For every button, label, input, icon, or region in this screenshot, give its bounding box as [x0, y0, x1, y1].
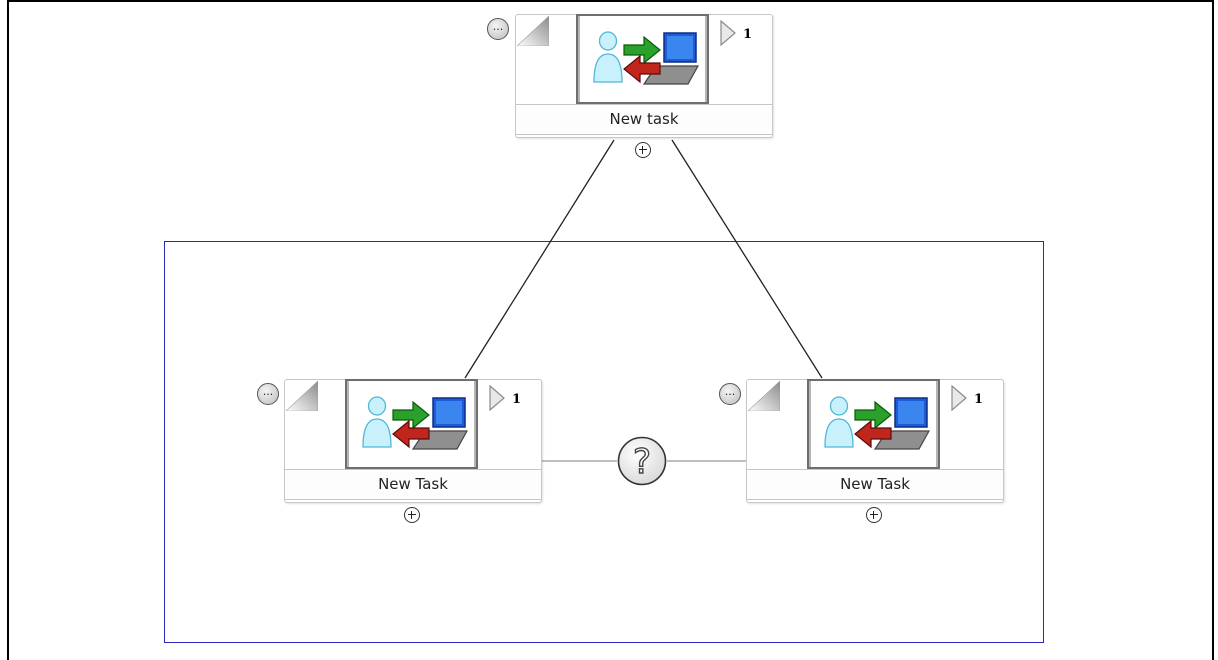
chevron-right-icon[interactable] [489, 385, 505, 411]
task-node-left[interactable]: 1 New Task [284, 379, 542, 503]
task-title: New Task [285, 469, 541, 500]
task-count: 1 [743, 27, 753, 42]
task-node-right[interactable]: 1 New Task [746, 379, 1004, 503]
page-fold-icon [517, 16, 549, 46]
task-title: New task [516, 104, 772, 135]
task-count: 1 [512, 392, 522, 407]
left-task-add-button[interactable] [404, 507, 420, 523]
user-computer-exchange-icon [593, 31, 700, 85]
task-icon-frame [807, 379, 940, 469]
task-icon-frame [345, 379, 478, 469]
task-icon-frame [576, 14, 709, 104]
page-fold-icon [286, 381, 318, 411]
chevron-right-icon[interactable] [720, 20, 736, 46]
top-task-menu-button[interactable]: ... [487, 18, 509, 40]
question-mark-icon: ? [633, 442, 651, 482]
page-fold-icon [748, 381, 780, 411]
user-computer-exchange-icon [362, 396, 469, 450]
decision-node[interactable]: ? [617, 436, 667, 486]
task-title: New Task [747, 469, 1003, 500]
top-task-add-button[interactable] [635, 142, 651, 158]
right-task-add-button[interactable] [866, 507, 882, 523]
right-task-menu-button[interactable]: ... [719, 383, 741, 405]
user-computer-exchange-icon [824, 396, 931, 450]
task-count: 1 [974, 392, 984, 407]
task-node-top[interactable]: 1 New task [515, 14, 773, 138]
chevron-right-icon[interactable] [951, 385, 967, 411]
left-task-menu-button[interactable]: ... [257, 383, 279, 405]
